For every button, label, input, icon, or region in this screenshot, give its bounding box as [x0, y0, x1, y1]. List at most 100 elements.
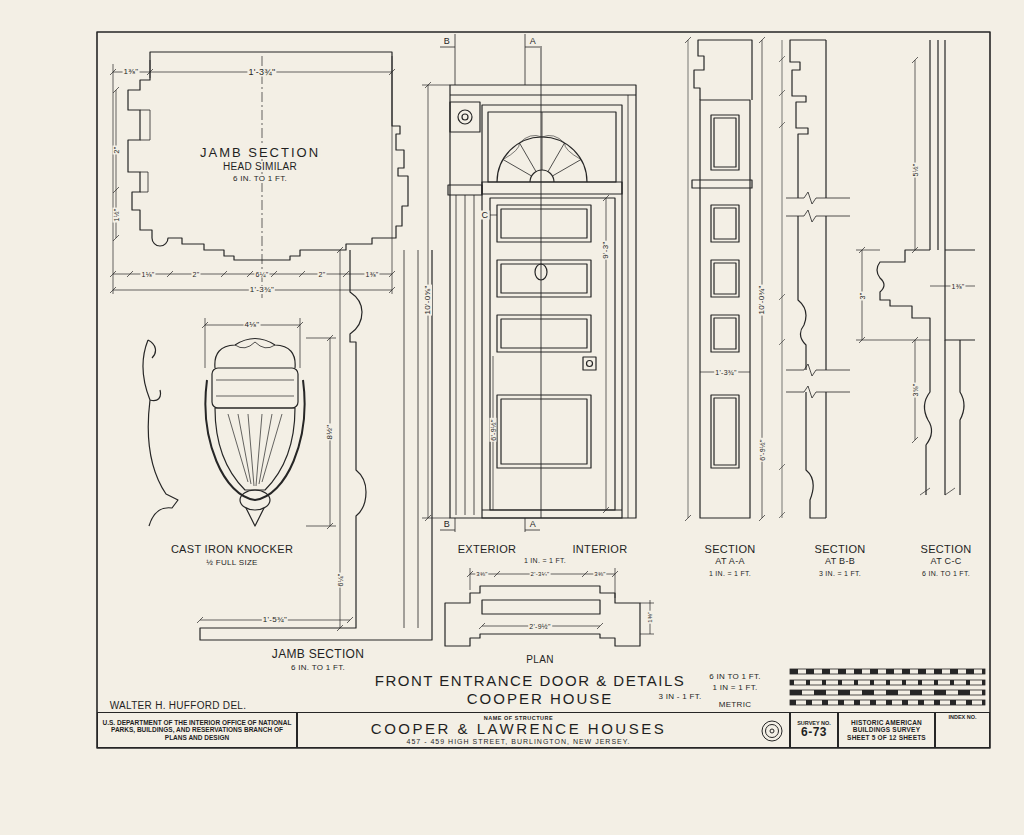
dimension: 1'-5¾" — [262, 616, 288, 624]
section-a-a-part — [711, 315, 739, 352]
section-marker: C — [481, 211, 490, 220]
view-title: PLAN — [525, 655, 554, 665]
section-marker: B — [443, 37, 451, 46]
door-plan — [445, 568, 654, 646]
view-title: JAMB SECTION — [271, 648, 365, 660]
knocker-drawing-part — [216, 380, 294, 396]
dimension: 1⅜" — [123, 68, 140, 76]
section-a-a-part — [714, 263, 736, 294]
dimension: 3⅝" — [912, 382, 919, 397]
door-elevation-part — [503, 112, 581, 176]
scale-note: 6 IN. TO 1 FT. — [290, 664, 346, 672]
dimension-lines-part — [150, 60, 151, 78]
jamb-section-profile — [128, 52, 408, 260]
dimension: 1'-3¾" — [249, 286, 275, 294]
section-c-c-part — [856, 57, 930, 443]
scale-note: 1 IN. = 1 FT. — [708, 570, 752, 577]
door-elevation-part — [501, 264, 587, 293]
door-elevation-part — [490, 198, 615, 510]
dimension-lines-part — [392, 56, 393, 294]
jamb-section-profile-part — [140, 110, 150, 192]
door-plan-part — [640, 603, 654, 634]
door-plan-part — [467, 568, 618, 598]
knocker-drawing-part — [246, 508, 264, 526]
scale-bars-part — [790, 680, 985, 685]
scale-note: 3 IN. = 1 FT. — [818, 570, 862, 577]
section-a-a-part — [714, 318, 736, 349]
title-block-cell: NAME OF STRUCTURECOOPER & LAWRENCE HOUSE… — [297, 712, 790, 748]
section-a-a-part — [711, 205, 739, 242]
dimension: 1'-3¾" — [247, 68, 276, 77]
section-b-b-part — [825, 40, 826, 518]
knocker-drawing-part — [235, 342, 275, 348]
section-b-b-part — [786, 364, 850, 398]
dimension: 2" — [318, 271, 327, 278]
dimension: 5½" — [912, 162, 919, 177]
knocker-drawing-part — [205, 380, 304, 500]
knocker-drawing-part — [212, 368, 298, 408]
title-block-cell: INDEX NO. — [935, 712, 990, 748]
dimension: 2" — [192, 271, 201, 278]
knocker-drawing-part — [215, 339, 295, 369]
dimension: 6'-9½" — [490, 418, 497, 442]
door-elevation-part — [490, 215, 497, 216]
sheet-subtitle: COOPER HOUSE — [466, 691, 615, 706]
door-elevation-part — [450, 94, 636, 95]
section-c-c-part — [930, 40, 945, 250]
door-elevation-part — [497, 395, 591, 468]
dimension: 1½" — [113, 207, 120, 222]
section-marker: B — [443, 520, 451, 529]
seal-emblem — [762, 721, 782, 741]
scale-note: 1 IN = 1 FT. — [711, 684, 758, 692]
dimension-lines-part — [110, 69, 395, 293]
view-title: AT C-C — [930, 557, 963, 566]
section-marker: A — [529, 520, 537, 529]
title-block-text: 6-73 — [801, 726, 827, 739]
door-elevation-part — [482, 182, 622, 194]
dimension: 3⅜" — [475, 571, 488, 577]
scale-bars — [790, 669, 985, 705]
knocker-drawing-part — [143, 340, 178, 526]
door-plan-part — [482, 600, 600, 614]
scale-note: 6 IN. TO 1 FT. — [232, 175, 288, 183]
door-elevation-part — [497, 315, 591, 352]
section-b-b-part — [798, 216, 806, 370]
section-b-b — [779, 40, 850, 518]
lower-jamb-section-part — [404, 250, 418, 628]
door-elevation-part — [587, 361, 593, 367]
section-b-b-part — [790, 40, 826, 198]
knocker-drawing-part — [202, 322, 336, 529]
sheet-title: FRONT ENTRANCE DOOR & DETAILS — [374, 673, 686, 688]
door-elevation-part — [497, 260, 591, 297]
view-title: SECTION — [920, 544, 973, 555]
view-title: AT A-A — [714, 557, 745, 566]
scale-bars-part — [790, 669, 985, 674]
view-title: EXTERIOR — [457, 544, 518, 555]
section-a-a-part — [685, 37, 765, 521]
scale-note: ½ FULL SIZE — [205, 559, 258, 567]
section-c-c — [856, 40, 975, 495]
scale-note: 3 IN - 1 FT. — [657, 693, 702, 701]
door-elevation-part — [501, 399, 587, 464]
door-elevation-part — [488, 112, 616, 182]
lower-jamb-section-part — [200, 250, 432, 640]
view-title: AT B-B — [824, 557, 856, 566]
view-title: JAMB SECTION — [199, 146, 321, 159]
scale-note: 6 IN. TO 1 FT. — [921, 570, 971, 577]
section-marker: A — [529, 37, 537, 46]
dimension: 2" — [113, 146, 120, 155]
door-elevation-part — [503, 135, 581, 159]
section-a-a-part — [700, 100, 750, 518]
door-elevation-part — [450, 102, 480, 132]
knocker-drawing — [143, 318, 336, 529]
dimension: 1⅜" — [647, 610, 653, 623]
section-c-c-part — [920, 488, 955, 495]
section-a-a-part — [688, 40, 689, 518]
title-block-cell: SURVEY NO.6-73 — [790, 712, 838, 748]
knocker-drawing-part — [228, 414, 282, 486]
title-block-text: U.S. DEPARTMENT OF THE INTERIOR OFFICE O… — [101, 719, 293, 741]
seal-emblem-part — [770, 729, 774, 733]
section-a-a-part — [694, 40, 752, 100]
dimension: 8½" — [326, 424, 334, 441]
